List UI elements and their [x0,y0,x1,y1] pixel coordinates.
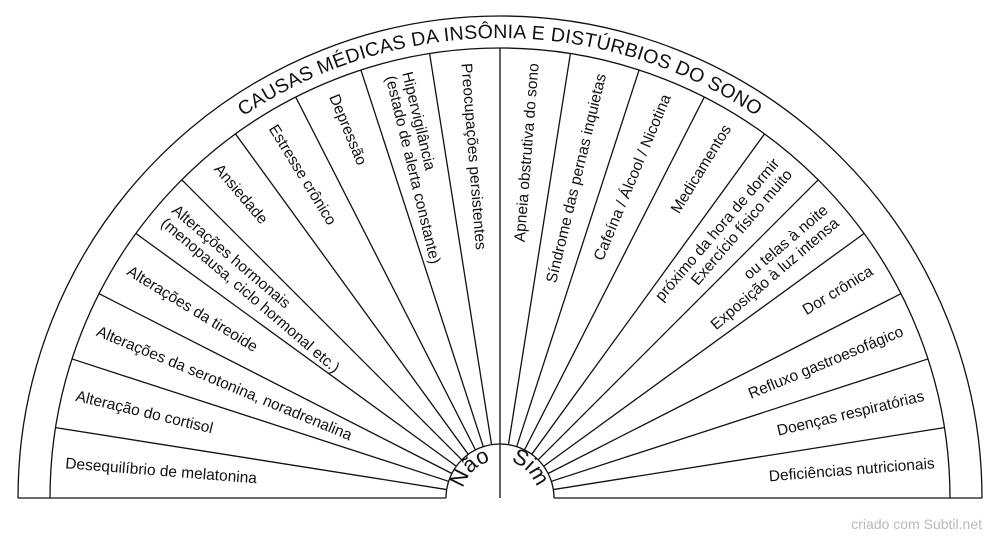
segment-divider [55,426,447,491]
segment-divider [523,96,705,451]
segment-label: Preocupações persistentes [457,63,489,251]
segment-divider [135,232,457,467]
segment-label: Medicamentos [668,122,735,217]
segment-label: Refluxo gastroesofágico [746,323,906,402]
segment-divider [295,96,477,451]
segment-divider [71,358,449,482]
outer-arc [17,15,983,499]
segment-dividers [55,48,945,491]
segment-divider [428,53,493,445]
segment-divider [553,426,945,491]
segment-divider [537,179,819,461]
segment-label: Alteração do cortisol [74,388,215,437]
segment-divider [181,179,463,461]
segment-divider [234,133,469,455]
chart-arcs [17,15,983,499]
segment-divider [516,69,640,447]
segment-label: Apneia obstrutiva do sono [512,63,543,243]
segment-divider [547,293,902,475]
segment-label: Doenças respiratórias [775,388,926,440]
credit-text: criado com Subtil.net [851,516,982,532]
segment-label: Desequilíbrio de melatonina [65,455,258,487]
segment-divider [551,358,929,482]
segment-divider [507,53,572,445]
segment-divider [360,69,484,447]
segment-divider [543,232,865,467]
segment-label: Depressão [325,92,369,168]
segment-divider [98,293,453,475]
segment-label: Deficiências nutricionais [768,455,935,485]
segment-divider [531,133,766,455]
segment-label: Estresse crônico [265,122,339,229]
